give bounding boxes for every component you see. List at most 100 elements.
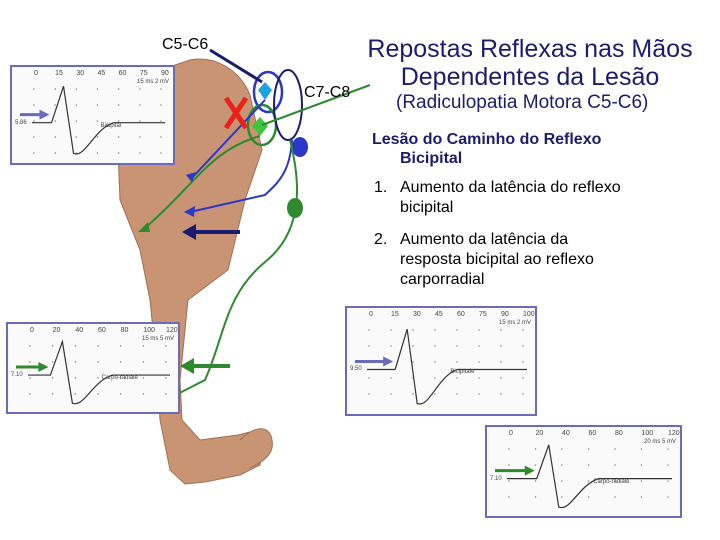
grid-dot [667,480,669,482]
grid-dot [97,120,99,122]
grid-dot [118,88,120,90]
grid-dot [667,496,669,498]
item-2-line-1: Aumento da latência da [400,230,568,249]
grid-dot [120,393,122,395]
grid-dot [588,448,590,450]
grid-dot [561,480,563,482]
level-label-c5c6: C5-C6 [162,36,208,54]
lesion-heading-line-2: Bicipital [400,149,462,168]
grid-dot [118,120,120,122]
grid-dot [160,152,162,154]
grid-dot [535,480,537,482]
trace-side-label: 9.50 [350,366,362,372]
grid-dot [508,480,510,482]
trace-tick-label: 45 [98,70,106,77]
trace-tick-label: 40 [562,430,570,437]
grid-dot [54,152,56,154]
grid-dot [97,345,99,347]
grid-dot [434,377,436,379]
grid-dot [33,120,35,122]
grid-dot [165,393,167,395]
grid-dot [120,361,122,363]
grid-dot [641,496,643,498]
trace-panel-bottom-right: 02040608010012020 ms 5 mV7.10Carpo-radia… [485,425,682,518]
grid-dot [97,361,99,363]
grid-dot [97,104,99,106]
grid-dot [33,136,35,138]
grid-dot [641,480,643,482]
trace-side-label: 5.86 [15,120,27,126]
grid-dot [561,464,563,466]
grid-dot [160,136,162,138]
grid-dot [143,377,145,379]
grid-dot [118,104,120,106]
grid-dot [508,496,510,498]
grid-dot [165,377,167,379]
grid-dot [456,329,458,331]
grid-dot [368,329,370,331]
grid-dot [75,377,77,379]
trace-arrow [16,362,48,372]
trace-name-label: Carpo-radiale [593,479,629,485]
grid-dot [500,361,502,363]
trace-tick-label: 60 [119,70,127,77]
grid-dot [434,329,436,331]
trace-tick-label: 0 [30,327,34,334]
grid-dot [76,120,78,122]
grid-dot [522,345,524,347]
grid-dot [160,120,162,122]
grid-dot [522,377,524,379]
grid-dot [143,361,145,363]
trace-tick-label: 0 [509,430,513,437]
grid-dot [75,345,77,347]
grid-dot [456,361,458,363]
grid-dot [76,136,78,138]
trace-arrow [495,466,535,476]
grid-dot [52,377,54,379]
grid-dot [29,361,31,363]
trace-tick-label: 80 [615,430,623,437]
grid-dot [139,104,141,106]
item-1-line-1: Aumento da latência do reflexo [400,178,621,197]
trace-tick-label: 75 [140,70,148,77]
waveform-line [367,329,527,404]
trace-tick-label: 100 [143,327,155,334]
trace-tick-label: 45 [435,311,443,318]
grid-dot [75,361,77,363]
grid-dot [143,345,145,347]
grid-dot [76,88,78,90]
trace-tick-label: 30 [413,311,421,318]
grid-dot [368,345,370,347]
grid-dot [76,104,78,106]
grid-dot [478,345,480,347]
ganglion-blue [258,82,272,100]
grid-dot [588,464,590,466]
grid-dot [29,393,31,395]
grid-dot [139,152,141,154]
grid-dot [97,393,99,395]
grid-dot [456,377,458,379]
trace-tick-label: 80 [121,327,129,334]
grid-dot [588,480,590,482]
waveform-line [507,445,672,508]
grid-dot [434,393,436,395]
grid-dot [75,393,77,395]
grid-dot [54,136,56,138]
grid-dot [535,464,537,466]
grid-dot [97,88,99,90]
grid-dot [614,496,616,498]
grid-dot [165,361,167,363]
grid-dot [97,152,99,154]
terminal-blue [292,137,308,157]
trace-tick-label: 90 [161,70,169,77]
grid-dot [641,448,643,450]
trace-tick-label: 15 [55,70,63,77]
grid-dot [667,464,669,466]
trace-tick-label: 20 [53,327,61,334]
grid-dot [614,448,616,450]
trace-name-label: Bicipital [101,123,122,129]
grid-dot [54,120,56,122]
grid-dot [588,496,590,498]
grid-dot [614,464,616,466]
